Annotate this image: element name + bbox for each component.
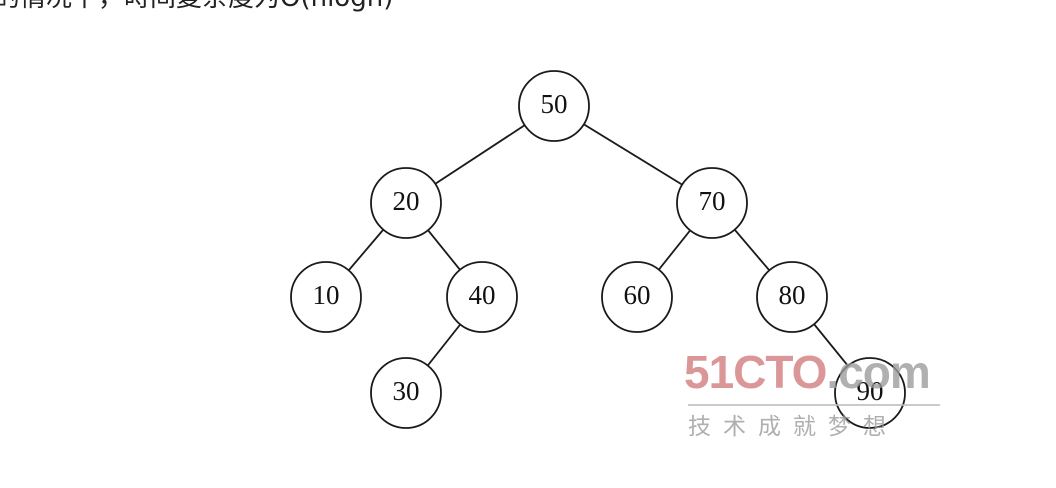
node-label: 90 — [857, 376, 884, 406]
node-circle — [834, 357, 906, 429]
tree-node-10: 10 — [290, 261, 362, 333]
node-circle — [446, 261, 518, 333]
tree-node-40: 40 — [446, 261, 518, 333]
node-label: 60 — [624, 280, 651, 310]
node-label: 20 — [393, 186, 420, 216]
node-label: 30 — [393, 376, 420, 406]
node-label: 80 — [779, 280, 806, 310]
tree-node-20: 20 — [370, 167, 442, 239]
node-circle — [756, 261, 828, 333]
tree-node-70: 70 — [676, 167, 748, 239]
node-circle — [676, 167, 748, 239]
tree-node-30: 30 — [370, 357, 442, 429]
node-label: 70 — [699, 186, 726, 216]
tree-node-50: 50 — [518, 70, 590, 142]
tree-node-80: 80 — [756, 261, 828, 333]
node-circle — [518, 70, 590, 142]
tree-nodes: 50 20 70 10 40 60 80 30 90 — [290, 70, 906, 429]
node-circle — [290, 261, 362, 333]
top-text-line: 的情况下，時间复杂度为O(nlogn) — [0, 0, 393, 18]
node-label: 40 — [469, 280, 496, 310]
node-circle — [370, 357, 442, 429]
tree-node-90: 90 — [834, 357, 906, 429]
node-circle — [370, 167, 442, 239]
tree-node-60: 60 — [601, 261, 673, 333]
node-circle — [601, 261, 673, 333]
node-label: 50 — [541, 89, 568, 119]
node-label: 10 — [313, 280, 340, 310]
tree-edges — [325, 105, 871, 394]
